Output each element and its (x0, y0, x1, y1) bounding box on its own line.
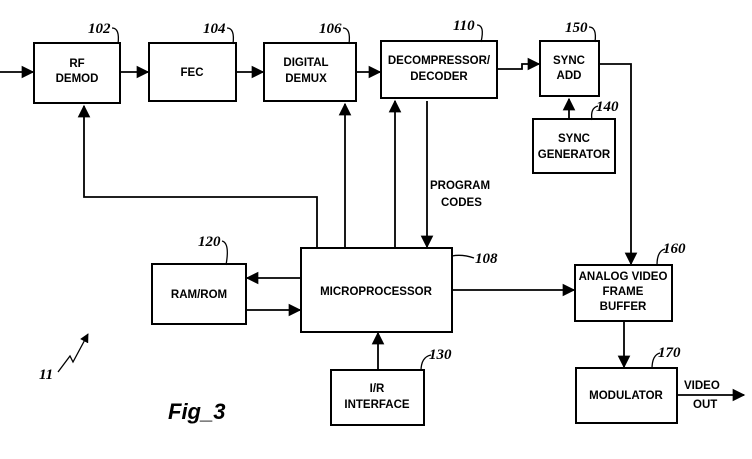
frame-buffer-label-1: ANALOG VIDEO (579, 271, 668, 283)
ref-110: 110 (453, 18, 475, 34)
sync-generator-block: SYNC GENERATOR (532, 118, 616, 174)
ir-interface-block: I/R INTERFACE (330, 369, 425, 426)
ref-108: 108 (475, 251, 498, 267)
ref-102: 102 (88, 21, 111, 37)
ref-130: 130 (429, 347, 452, 363)
sync-generator-label-1: SYNC (558, 133, 590, 145)
decoder-block: DECOMPRESSOR/ DECODER (380, 40, 498, 99)
ref-120: 120 (198, 234, 221, 250)
digital-demux-label-2: DEMUX (285, 73, 327, 85)
ref-104: 104 (203, 21, 226, 37)
modulator-label: MODULATOR (589, 390, 663, 402)
video-out-label-2: OUT (693, 399, 717, 411)
digital-demux-block: DIGITAL DEMUX (263, 42, 357, 102)
ram-rom-block: RAM/ROM (151, 263, 247, 325)
fec-block: FEC (148, 42, 237, 102)
decoder-label-2: DECODER (410, 71, 468, 83)
digital-demux-label-1: DIGITAL (283, 57, 328, 69)
rf-demod-block: RF DEMOD (33, 42, 121, 104)
wire-micro-rfdemod (77, 104, 318, 247)
ref-150: 150 (565, 20, 588, 36)
modulator-block: MODULATOR (575, 367, 678, 424)
program-codes-label-2: CODES (441, 197, 482, 209)
decoder-label-1: DECOMPRESSOR/ (388, 55, 491, 67)
sync-add-block: SYNC ADD (539, 40, 600, 97)
wire-decoder-syncadd (497, 57, 541, 71)
ref-11: 11 (39, 367, 53, 383)
reference-numerals: 102 104 106 110 150 140 120 108 160 130 … (88, 18, 686, 372)
system-reference: 11 (39, 333, 89, 383)
sync-generator-label-2: GENERATOR (538, 149, 611, 161)
rf-demod-label-1: RF (69, 58, 84, 70)
ref-160: 160 (663, 241, 686, 257)
microprocessor-label: MICROPROCESSOR (320, 286, 433, 298)
figure-label: Fig_3 (168, 399, 225, 424)
ir-interface-label-2: INTERFACE (344, 399, 410, 411)
program-codes-label-1: PROGRAM (430, 180, 490, 192)
ref-106: 106 (319, 21, 342, 37)
frame-buffer-block: ANALOG VIDEO FRAME BUFFER (574, 264, 673, 322)
frame-buffer-label-3: BUFFER (600, 301, 647, 313)
sync-add-label-1: SYNC (553, 55, 585, 67)
sync-add-label-2: ADD (557, 70, 582, 82)
microprocessor-block: MICROPROCESSOR (300, 247, 453, 333)
connections (0, 57, 746, 402)
fec-label: FEC (181, 67, 204, 79)
ram-rom-label: RAM/ROM (171, 289, 227, 301)
lightning-arrow-icon (57, 333, 89, 373)
ref-170: 170 (658, 345, 681, 361)
frame-buffer-label-2: FRAME (603, 286, 644, 298)
video-out-label-1: VIDEO (684, 380, 720, 392)
wire-syncadd-framebuffer (599, 63, 638, 266)
ref-140: 140 (596, 99, 619, 115)
ir-interface-label-1: I/R (370, 383, 385, 395)
rf-demod-label-2: DEMOD (56, 73, 99, 85)
